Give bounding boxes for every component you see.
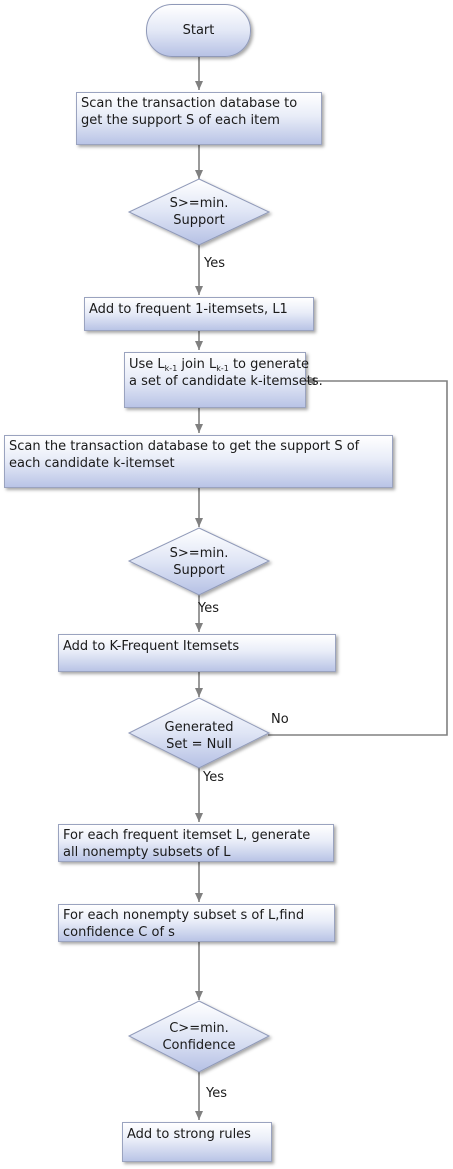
step-subsets-line1: For each frequent itemset L, generate [63, 828, 311, 843]
label-no: No [271, 712, 289, 727]
label-yes-4: Yes [206, 1086, 227, 1101]
step-add-k: Add to K-Frequent Itemsets [58, 634, 336, 672]
step-add-l1-label: Add to frequent 1-itemsets, L1 [89, 302, 288, 317]
step-subsets-line2: all nonempty subsets of L [63, 845, 231, 860]
step-confidence-calc: For each nonempty subset s of L,find con… [58, 904, 335, 942]
label-yes-3: Yes [203, 770, 224, 785]
start-label: Start [182, 23, 215, 38]
step-scan-candidates: Scan the transaction database to get the… [4, 435, 393, 488]
decision-support1-shape [127, 178, 271, 246]
step-scan-items-line1: Scan the transaction database to [81, 96, 298, 111]
step-confidence-calc-line2: confidence C of s [63, 925, 175, 940]
step-join: Use Lk-1 join Lk-1 to generate a set of … [124, 352, 323, 408]
step-add-l1: Add to frequent 1-itemsets, L1 [84, 297, 314, 331]
start-terminal: Start [146, 4, 251, 57]
decision-confidence-text: C>=min. Confidence [162, 1021, 236, 1053]
decision-null-text: Generated Set = Null [164, 720, 234, 752]
arrow-no-loop [268, 377, 448, 736]
decision-support2-text: S>=min. Support [169, 546, 229, 578]
step-scan-items-line2: get the support S of each item [81, 113, 280, 128]
label-yes-2: Yes [198, 601, 219, 616]
step-confidence-calc-line1: For each nonempty subset s of L,find [63, 908, 305, 923]
step-join-line2: a set of candidate k-itemsets. [129, 374, 323, 389]
step-scan-items: Scan the transaction database to get the… [76, 92, 322, 145]
step-strong-rules-label: Add to strong rules [127, 1127, 251, 1142]
step-add-k-label: Add to K-Frequent Itemsets [63, 639, 240, 654]
decision-support1-text: S>=min. Support [169, 196, 229, 228]
step-scan-candidates-line1: Scan the transaction database to get the… [9, 439, 360, 454]
step-scan-candidates-line2: each candidate k-itemset [9, 456, 175, 471]
decision-null-shape [127, 697, 271, 769]
step-join-line1: Use Lk-1 join Lk-1 to generate [129, 357, 310, 373]
decision-confidence-shape [127, 1000, 271, 1073]
step-strong-rules: Add to strong rules [122, 1122, 272, 1162]
label-yes-1: Yes [204, 256, 225, 271]
step-subsets: For each frequent itemset L, generate al… [58, 824, 334, 862]
decision-support2-shape [127, 527, 271, 596]
